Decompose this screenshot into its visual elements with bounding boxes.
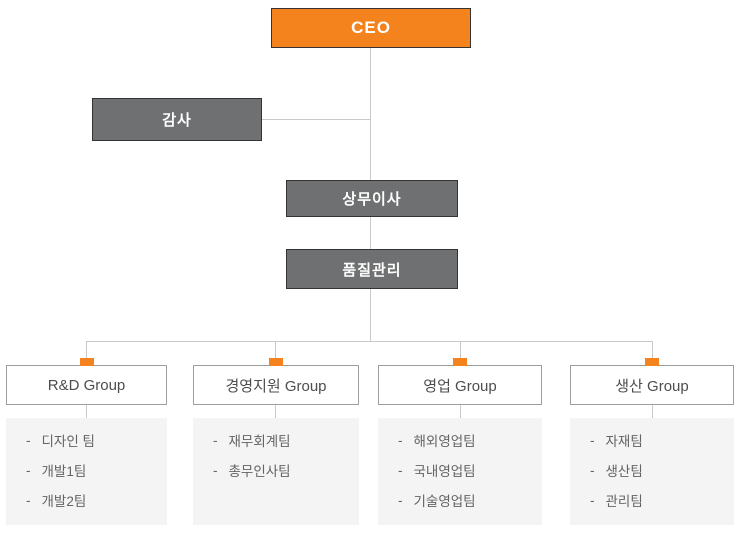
connector-panel-drop-3 [460,405,461,418]
node-quality-label: 품질관리 [342,261,402,279]
connector-drop-group-3 [460,341,461,358]
team-label: 관리팀 [605,494,643,509]
node-audit-label: 감사 [162,112,192,129]
group-tab-icon [269,358,283,366]
team-label: 기술영업팀 [413,494,476,509]
team-label: 해외영업팀 [413,434,476,449]
team-item: - 총무인사팀 [193,455,359,485]
dash-bullet: - [398,462,403,478]
node-audit: 감사 [92,98,262,141]
node-group-management-support: 경영지원 Group [193,358,359,405]
node-ceo: CEO [271,8,471,48]
team-panel-management-support: - 재무회계팀 - 총무인사팀 [193,418,359,525]
team-label: 자재팀 [605,434,643,449]
connector-drop-group-4 [652,341,653,358]
team-item: - 생산팀 [570,455,734,485]
dash-bullet: - [213,462,218,478]
group-sales-label: 영업 Group [423,377,497,395]
dash-bullet: - [590,492,595,508]
connector-drop-group-1 [86,341,87,358]
team-label: 생산팀 [605,464,643,479]
team-item: - 국내영업팀 [378,455,542,485]
team-item: - 개발1팀 [6,455,167,485]
node-ceo-label: CEO [351,18,391,37]
connector-audit-branch [262,119,371,120]
connector-drop-group-2 [275,341,276,358]
team-label: 국내영업팀 [413,464,476,479]
team-panel-production: - 자재팀 - 생산팀 - 관리팀 [570,418,734,525]
node-director-label: 상무이사 [342,191,402,208]
node-director: 상무이사 [286,180,458,217]
group-rnd-label: R&D Group [47,376,126,394]
team-label: 개발1팀 [41,464,87,479]
dash-bullet: - [590,462,595,478]
dash-bullet: - [26,492,31,508]
dash-bullet: - [398,492,403,508]
connector-ceo-director [370,48,371,180]
group-tab-icon [79,358,94,366]
team-item: - 기술영업팀 [378,485,542,515]
node-group-sales: 영업 Group [378,358,542,405]
team-item: - 재무회계팀 [193,425,359,455]
dash-bullet: - [26,432,31,448]
node-group-production: 생산 Group [570,358,734,405]
team-panel-rnd: - 디자인 팀 - 개발1팀 - 개발2팀 [6,418,167,525]
team-label: 재무회계팀 [228,434,291,449]
node-group-rnd: R&D Group [6,358,167,405]
team-panel-sales: - 해외영업팀 - 국내영업팀 - 기술영업팀 [378,418,542,525]
connector-panel-drop-1 [86,405,87,418]
connector-panel-drop-2 [275,405,276,418]
team-label: 총무인사팀 [228,464,291,479]
connector-groups-horizontal [86,341,652,342]
dash-bullet: - [213,432,218,448]
team-item: - 관리팀 [570,485,734,515]
group-tab-icon [453,358,467,366]
dash-bullet: - [398,432,403,448]
team-label: 개발2팀 [41,494,87,509]
team-label: 디자인 팀 [41,434,95,449]
team-item: - 개발2팀 [6,485,167,515]
team-item: - 자재팀 [570,425,734,455]
team-item: - 해외영업팀 [378,425,542,455]
group-tab-icon [645,358,659,366]
connector-panel-drop-4 [652,405,653,418]
connector-director-quality [370,217,371,249]
dash-bullet: - [590,432,595,448]
node-quality: 품질관리 [286,249,458,289]
group-management-support-label: 경영지원 Group [225,377,327,395]
dash-bullet: - [26,462,31,478]
team-item: - 디자인 팀 [6,425,167,455]
group-production-label: 생산 Group [615,377,689,395]
connector-quality-groups [370,289,371,341]
